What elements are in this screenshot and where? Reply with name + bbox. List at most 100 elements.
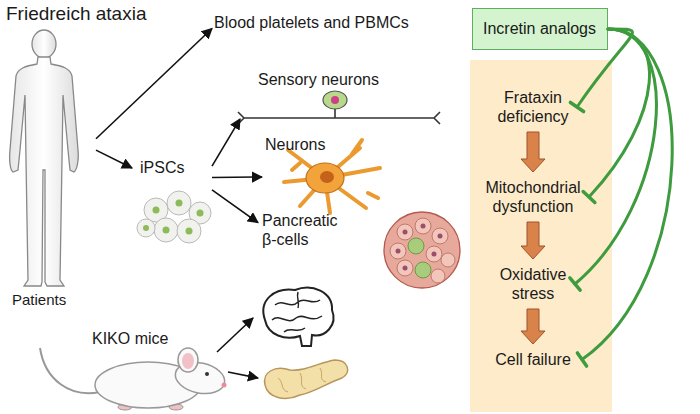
pathway-step: Cell failure — [488, 350, 578, 369]
leader-arrow — [228, 372, 258, 378]
node-label: Frataxin deficiency — [493, 88, 573, 126]
leader-arrow — [217, 318, 253, 352]
cell-nucleus — [432, 252, 437, 257]
neuron-body — [306, 163, 344, 193]
cascade-arrow — [521, 222, 545, 259]
brain-gyri — [272, 292, 322, 332]
treatment-box: Incretin analogs — [472, 8, 608, 50]
brain-drawing — [263, 288, 333, 346]
axon-line — [238, 108, 440, 124]
cell-nucleus — [143, 225, 149, 231]
cell-nucleus — [396, 249, 401, 254]
pancreas-lobules — [278, 368, 326, 392]
inhibition-bar — [577, 353, 586, 366]
cell — [177, 219, 201, 243]
cascade-arrow — [521, 309, 545, 344]
flow-arrow — [212, 119, 240, 166]
cascade-arrow — [521, 132, 545, 172]
cell — [137, 219, 155, 237]
neuron-nucleus — [331, 96, 339, 104]
pathway-panel: Frataxin deficiencyMitochondrial dysfunc… — [470, 60, 612, 412]
ipsc-group: iPSCs — [132, 150, 212, 245]
inhibition-edge — [583, 29, 649, 202]
cell — [167, 191, 191, 215]
neuron-soma — [323, 91, 347, 109]
flow-arrow — [96, 150, 132, 168]
cell — [432, 228, 448, 244]
node-label: Blood platelets and PBMCs — [214, 13, 409, 32]
cell-nucleus — [163, 227, 170, 234]
pathway-step: Oxidative stress — [495, 265, 571, 303]
pancreas-drawing — [265, 360, 348, 398]
cell — [154, 218, 178, 242]
patient-figure: Patients — [2, 28, 96, 312]
inhibition-bar — [583, 192, 595, 203]
diagram-title: Friedreich ataxia — [6, 3, 146, 25]
node-label: KIKO mice — [92, 329, 168, 348]
cell — [415, 218, 431, 234]
flow-arrow — [212, 190, 258, 223]
node-label: Neurons — [265, 135, 325, 154]
sensory-neuron — [238, 91, 440, 124]
inhibition-bar — [570, 102, 583, 111]
cell-type-group: Neurons — [262, 133, 387, 213]
flow-arrow — [212, 176, 262, 178]
inhibition-bar — [570, 278, 580, 290]
cell-type-group: Sensory neurons — [240, 68, 440, 126]
sample-label: Blood platelets and PBMCs — [212, 12, 444, 34]
cell-nucleus — [438, 234, 443, 239]
ipsc-cluster — [137, 191, 211, 243]
pancreas-outline — [265, 360, 348, 398]
inhibition-curve — [575, 29, 656, 284]
cell — [431, 269, 445, 283]
cell-nucleus — [403, 266, 408, 271]
node-label: Pancreatic β-cells — [262, 211, 352, 249]
mouse-eye — [205, 372, 209, 376]
node-label: Cell failure — [488, 350, 578, 369]
mouse-ear — [178, 348, 198, 372]
mouse-drawing — [40, 348, 228, 410]
node-label: Patients — [12, 290, 66, 309]
node-label: Oxidative stress — [495, 265, 571, 303]
mouse-tail — [40, 348, 100, 393]
inhibition-curve — [577, 29, 632, 107]
islet — [384, 212, 460, 288]
cell-nucleus — [186, 228, 193, 235]
beta-cell-islet — [384, 212, 460, 288]
mouse-nose — [222, 383, 227, 388]
cell-nucleus — [421, 224, 426, 229]
node-label: iPSCs — [140, 158, 184, 177]
cell — [397, 260, 413, 276]
mouse-ear-inner — [182, 353, 194, 369]
node-label: Sensory neurons — [258, 70, 379, 89]
cell — [408, 238, 424, 254]
node-label: Incretin analogs — [473, 19, 606, 38]
inhibition-curve — [589, 29, 649, 197]
pathway-step: Frataxin deficiency — [493, 88, 573, 126]
figure-head — [32, 30, 56, 58]
neuron-nucleus — [320, 171, 334, 183]
cell-nucleus — [176, 200, 183, 207]
cell-type-group: Pancreatic β-cells — [258, 205, 463, 293]
cell-nucleus — [197, 210, 204, 217]
figure-body — [10, 57, 79, 286]
inhibition-edge — [570, 29, 657, 290]
pathway-step: Mitochondrial dysfunction — [481, 178, 585, 216]
cell — [390, 243, 406, 259]
cell — [397, 224, 413, 240]
cell — [415, 262, 431, 278]
node-label: Mitochondrial dysfunction — [481, 178, 585, 216]
inhibition-edge — [570, 29, 632, 112]
inhibition-curve — [582, 29, 672, 360]
brain-outline — [263, 288, 333, 346]
inhibition-edge — [577, 29, 672, 366]
flow-arrow — [96, 29, 212, 139]
cell — [426, 246, 442, 262]
cell-nucleus — [403, 230, 408, 235]
mouse-model: KIKO mice — [30, 325, 225, 413]
cell — [441, 253, 455, 267]
cell-nucleus — [153, 207, 160, 214]
